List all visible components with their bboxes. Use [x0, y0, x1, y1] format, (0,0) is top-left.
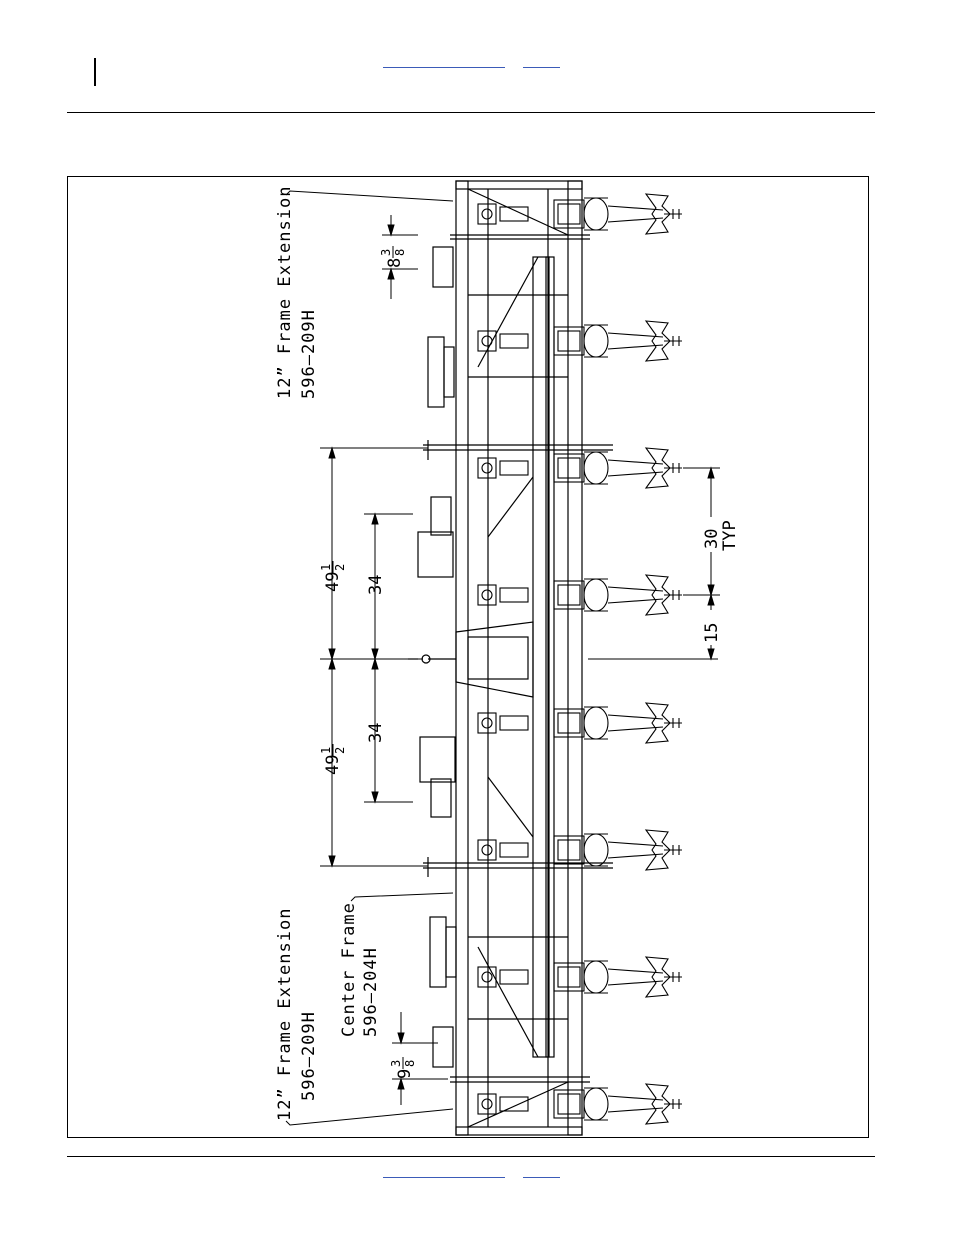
svg-text:2: 2 — [333, 747, 347, 754]
row-unit — [478, 830, 682, 870]
row-unit — [478, 575, 682, 615]
footer-link-2[interactable] — [523, 1177, 560, 1178]
svg-text:1: 1 — [319, 564, 333, 571]
row-unit — [478, 957, 682, 997]
header-rule — [67, 112, 875, 113]
footer-rule — [67, 1156, 875, 1157]
header-link-1[interactable] — [383, 67, 505, 68]
row-unit — [478, 321, 682, 361]
outer-frame-left-tube — [456, 181, 468, 1135]
svg-text:8: 8 — [393, 249, 407, 256]
label-frame-extension-bottom-part: 596–209H — [299, 1011, 319, 1101]
svg-text:49: 49 — [323, 755, 343, 775]
footer-link-1[interactable] — [383, 1177, 505, 1178]
svg-text:3: 3 — [389, 1060, 403, 1067]
label-frame-extension-top-part: 596–209H — [299, 309, 319, 399]
svg-text:8: 8 — [385, 258, 405, 268]
frame-end-bottom — [456, 1127, 582, 1135]
leader-top-frame-extension — [286, 191, 453, 201]
row-unit — [478, 1084, 682, 1124]
dim-upper-49-1-2: 49 1 2 — [319, 561, 347, 592]
header-link-2[interactable] — [523, 67, 560, 68]
frame-end-top — [456, 181, 582, 189]
dim-lower-34: 34 — [366, 723, 386, 743]
row-unit — [478, 194, 682, 234]
svg-text:1: 1 — [319, 747, 333, 754]
dim-spacing-30: 30 — [702, 529, 722, 549]
label-frame-extension-bottom: 12” Frame Extension — [275, 908, 295, 1121]
dim-spacing-typ: TYP — [720, 520, 740, 551]
dim-top-3-8: 3 8 8 — [379, 246, 407, 268]
row-unit — [478, 703, 682, 743]
row-unit — [478, 448, 682, 488]
header-marker-bar — [94, 58, 96, 86]
leader-center-frame — [351, 893, 453, 901]
label-center-frame: Center Frame — [339, 902, 359, 1037]
dim-upper-34: 34 — [366, 575, 386, 595]
label-frame-extension-top: 12” Frame Extension — [275, 186, 295, 399]
svg-text:3: 3 — [379, 249, 393, 256]
svg-text:9: 9 — [395, 1069, 415, 1079]
label-center-frame-part: 596–204H — [361, 947, 381, 1037]
svg-text:49: 49 — [323, 572, 343, 592]
dim-bottom-9-3-8: 9 3 8 — [389, 1057, 417, 1079]
leader-bottom-frame-extension — [286, 1109, 453, 1125]
implement-frame-drawing: 12” Frame Extension 596–209H 12” Frame E… — [68, 177, 868, 1137]
svg-text:2: 2 — [333, 564, 347, 571]
svg-text:8: 8 — [403, 1060, 417, 1067]
drawing-frame: 12” Frame Extension 596–209H 12” Frame E… — [67, 176, 869, 1138]
dim-spacing-15: 15 — [702, 623, 722, 643]
outer-frame-right-tube — [568, 181, 582, 1135]
dim-lower-49-1-2: 49 1 2 — [319, 744, 347, 775]
